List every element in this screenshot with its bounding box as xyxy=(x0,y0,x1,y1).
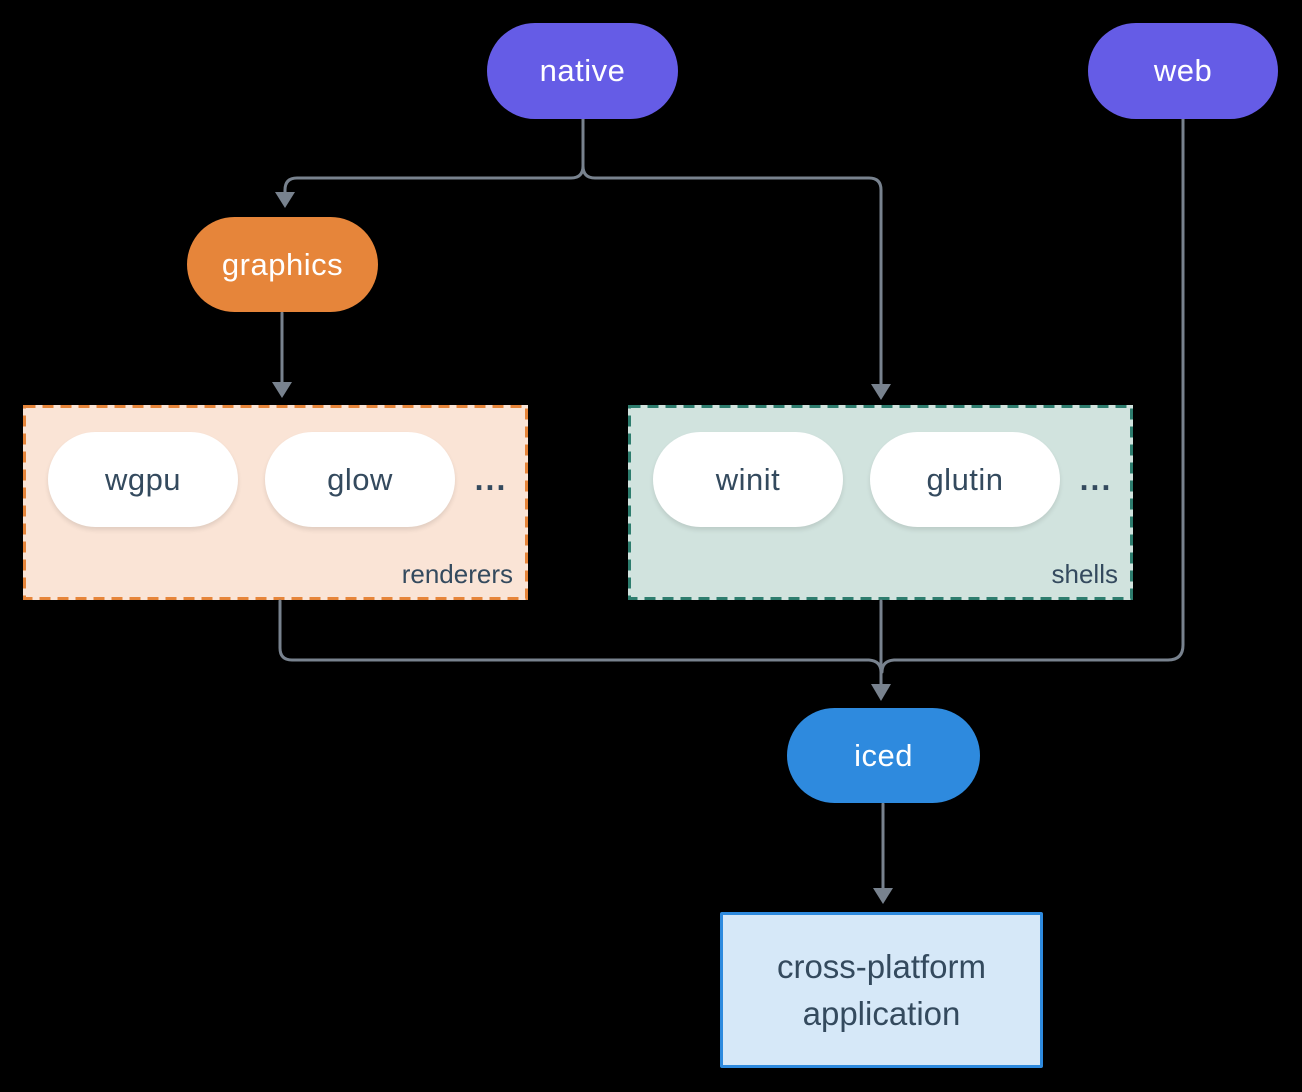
node-native-label: native xyxy=(539,53,626,88)
node-wgpu-label: wgpu xyxy=(104,461,182,497)
node-native: native xyxy=(487,23,678,119)
arrowhead-renderers xyxy=(272,382,292,398)
edge-native-to-graphics xyxy=(283,164,585,194)
edge-renderers-to-merge xyxy=(278,599,883,674)
node-iced: iced xyxy=(787,708,980,803)
node-iced-label: iced xyxy=(854,737,913,773)
renderers-ellipsis: ... xyxy=(474,461,508,497)
application-label-line2: application xyxy=(802,995,961,1032)
group-shells: winit glutin ... shells xyxy=(628,405,1133,600)
node-web-label: web xyxy=(1153,53,1213,88)
group-renderers: wgpu glow ... renderers xyxy=(23,405,528,600)
arrowhead-shells xyxy=(871,384,891,400)
node-graphics: graphics xyxy=(187,217,378,312)
shells-group-label: shells xyxy=(1051,559,1118,589)
node-glutin-label: glutin xyxy=(926,461,1004,497)
node-glutin: glutin xyxy=(870,432,1060,527)
edge-native-to-shells xyxy=(581,164,883,386)
node-web: web xyxy=(1088,23,1278,119)
arrowhead-graphics xyxy=(275,192,295,208)
cross-platform-application-box: cross-platform application xyxy=(720,912,1043,1068)
node-glow: glow xyxy=(265,432,455,527)
node-winit: winit xyxy=(653,432,843,527)
shells-ellipsis: ... xyxy=(1079,461,1113,497)
node-graphics-label: graphics xyxy=(221,246,344,282)
node-glow-label: glow xyxy=(327,461,393,497)
renderers-group-label: renderers xyxy=(401,559,513,589)
node-wgpu: wgpu xyxy=(48,432,238,527)
application-label-line1: cross-platform xyxy=(776,948,987,985)
node-winit-label: winit xyxy=(715,461,781,497)
arrowhead-iced xyxy=(871,684,891,701)
arrowhead-application xyxy=(873,888,893,904)
